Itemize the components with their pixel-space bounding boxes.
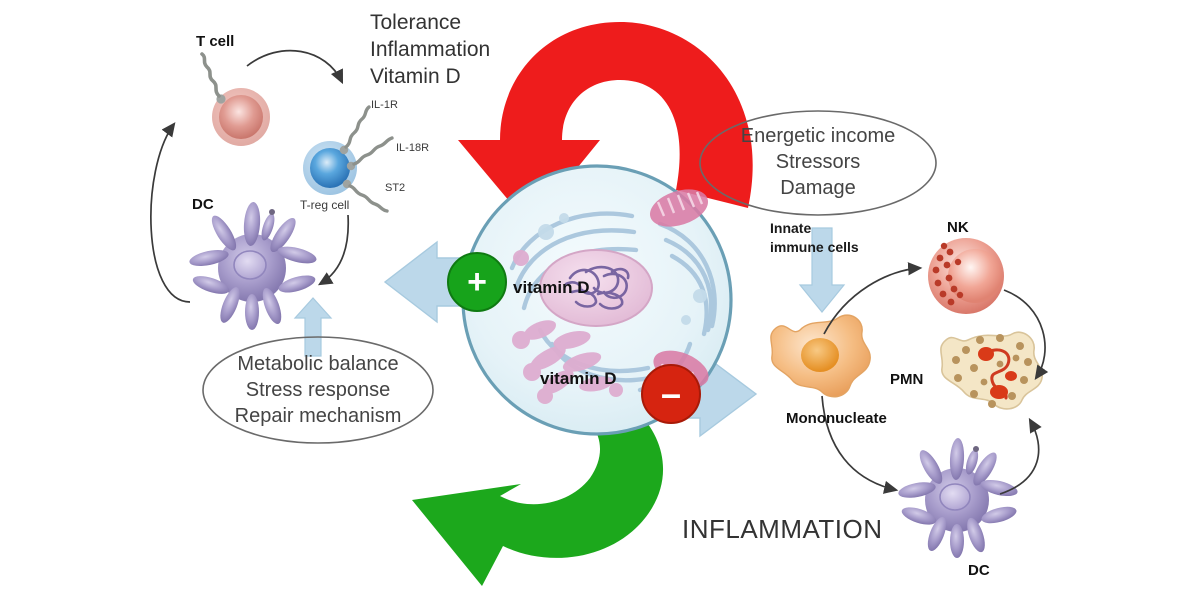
innate-label-line2: immune cells — [770, 239, 859, 255]
inflammation-label-top: Inflammation — [370, 38, 491, 61]
t-cell-label: T cell — [196, 33, 235, 50]
negative-sign-glyph: – — [660, 373, 682, 414]
repair-mechanism-label: Repair mechanism — [234, 405, 402, 427]
positive-sign-glyph: + — [467, 262, 487, 301]
il1r-label: IL-1R — [371, 99, 398, 111]
il18r-label: IL-18R — [396, 142, 430, 154]
pmn-cell — [940, 331, 1043, 410]
vitamin-d-negative-label: vitamin D — [540, 369, 617, 388]
damage-label: Damage — [780, 177, 856, 199]
energetic-income-label: Energetic income — [740, 125, 896, 147]
t-reg-cell — [303, 105, 394, 213]
vitamin-d-positive-label: vitamin D — [513, 278, 590, 297]
ellipse-right-outline — [699, 110, 937, 216]
dendritic-cell-right — [898, 438, 1018, 558]
dendritic-cell-left — [189, 202, 317, 330]
pmn-label: PMN — [890, 371, 924, 388]
treg-cell-label: T-reg cell — [300, 198, 350, 212]
metabolic-balance-label: Metabolic balance — [237, 353, 399, 375]
red-feedback-arrow — [458, 22, 753, 226]
t-cell — [200, 52, 270, 146]
mononucleate-label: Mononucleate — [786, 410, 887, 427]
stressors-label: Stressors — [775, 151, 861, 173]
negative-sign-badge: – — [641, 364, 701, 424]
nk-label: NK — [947, 219, 969, 236]
nk-cell — [928, 238, 1004, 314]
innate-label-line1: Innate — [770, 220, 812, 236]
pale-blue-up-arrow — [293, 297, 333, 357]
green-feedback-arrow — [412, 393, 664, 586]
ellipse-left-outline — [202, 336, 434, 444]
stress-response-label: Stress response — [245, 379, 391, 401]
st2-label: ST2 — [385, 182, 406, 194]
pale-blue-down-arrow — [798, 227, 846, 313]
mononucleate-cell — [770, 314, 871, 398]
vitamin-d-label-top: Vitamin D — [370, 65, 461, 88]
dc-left-label: DC — [192, 196, 214, 213]
inflammation-label-bottom: INFLAMMATION — [682, 514, 883, 544]
tolerance-label: Tolerance — [370, 11, 462, 34]
positive-sign-badge: + — [447, 252, 507, 312]
dc-right-label: DC — [968, 562, 990, 579]
connector-arrows — [150, 49, 1049, 495]
